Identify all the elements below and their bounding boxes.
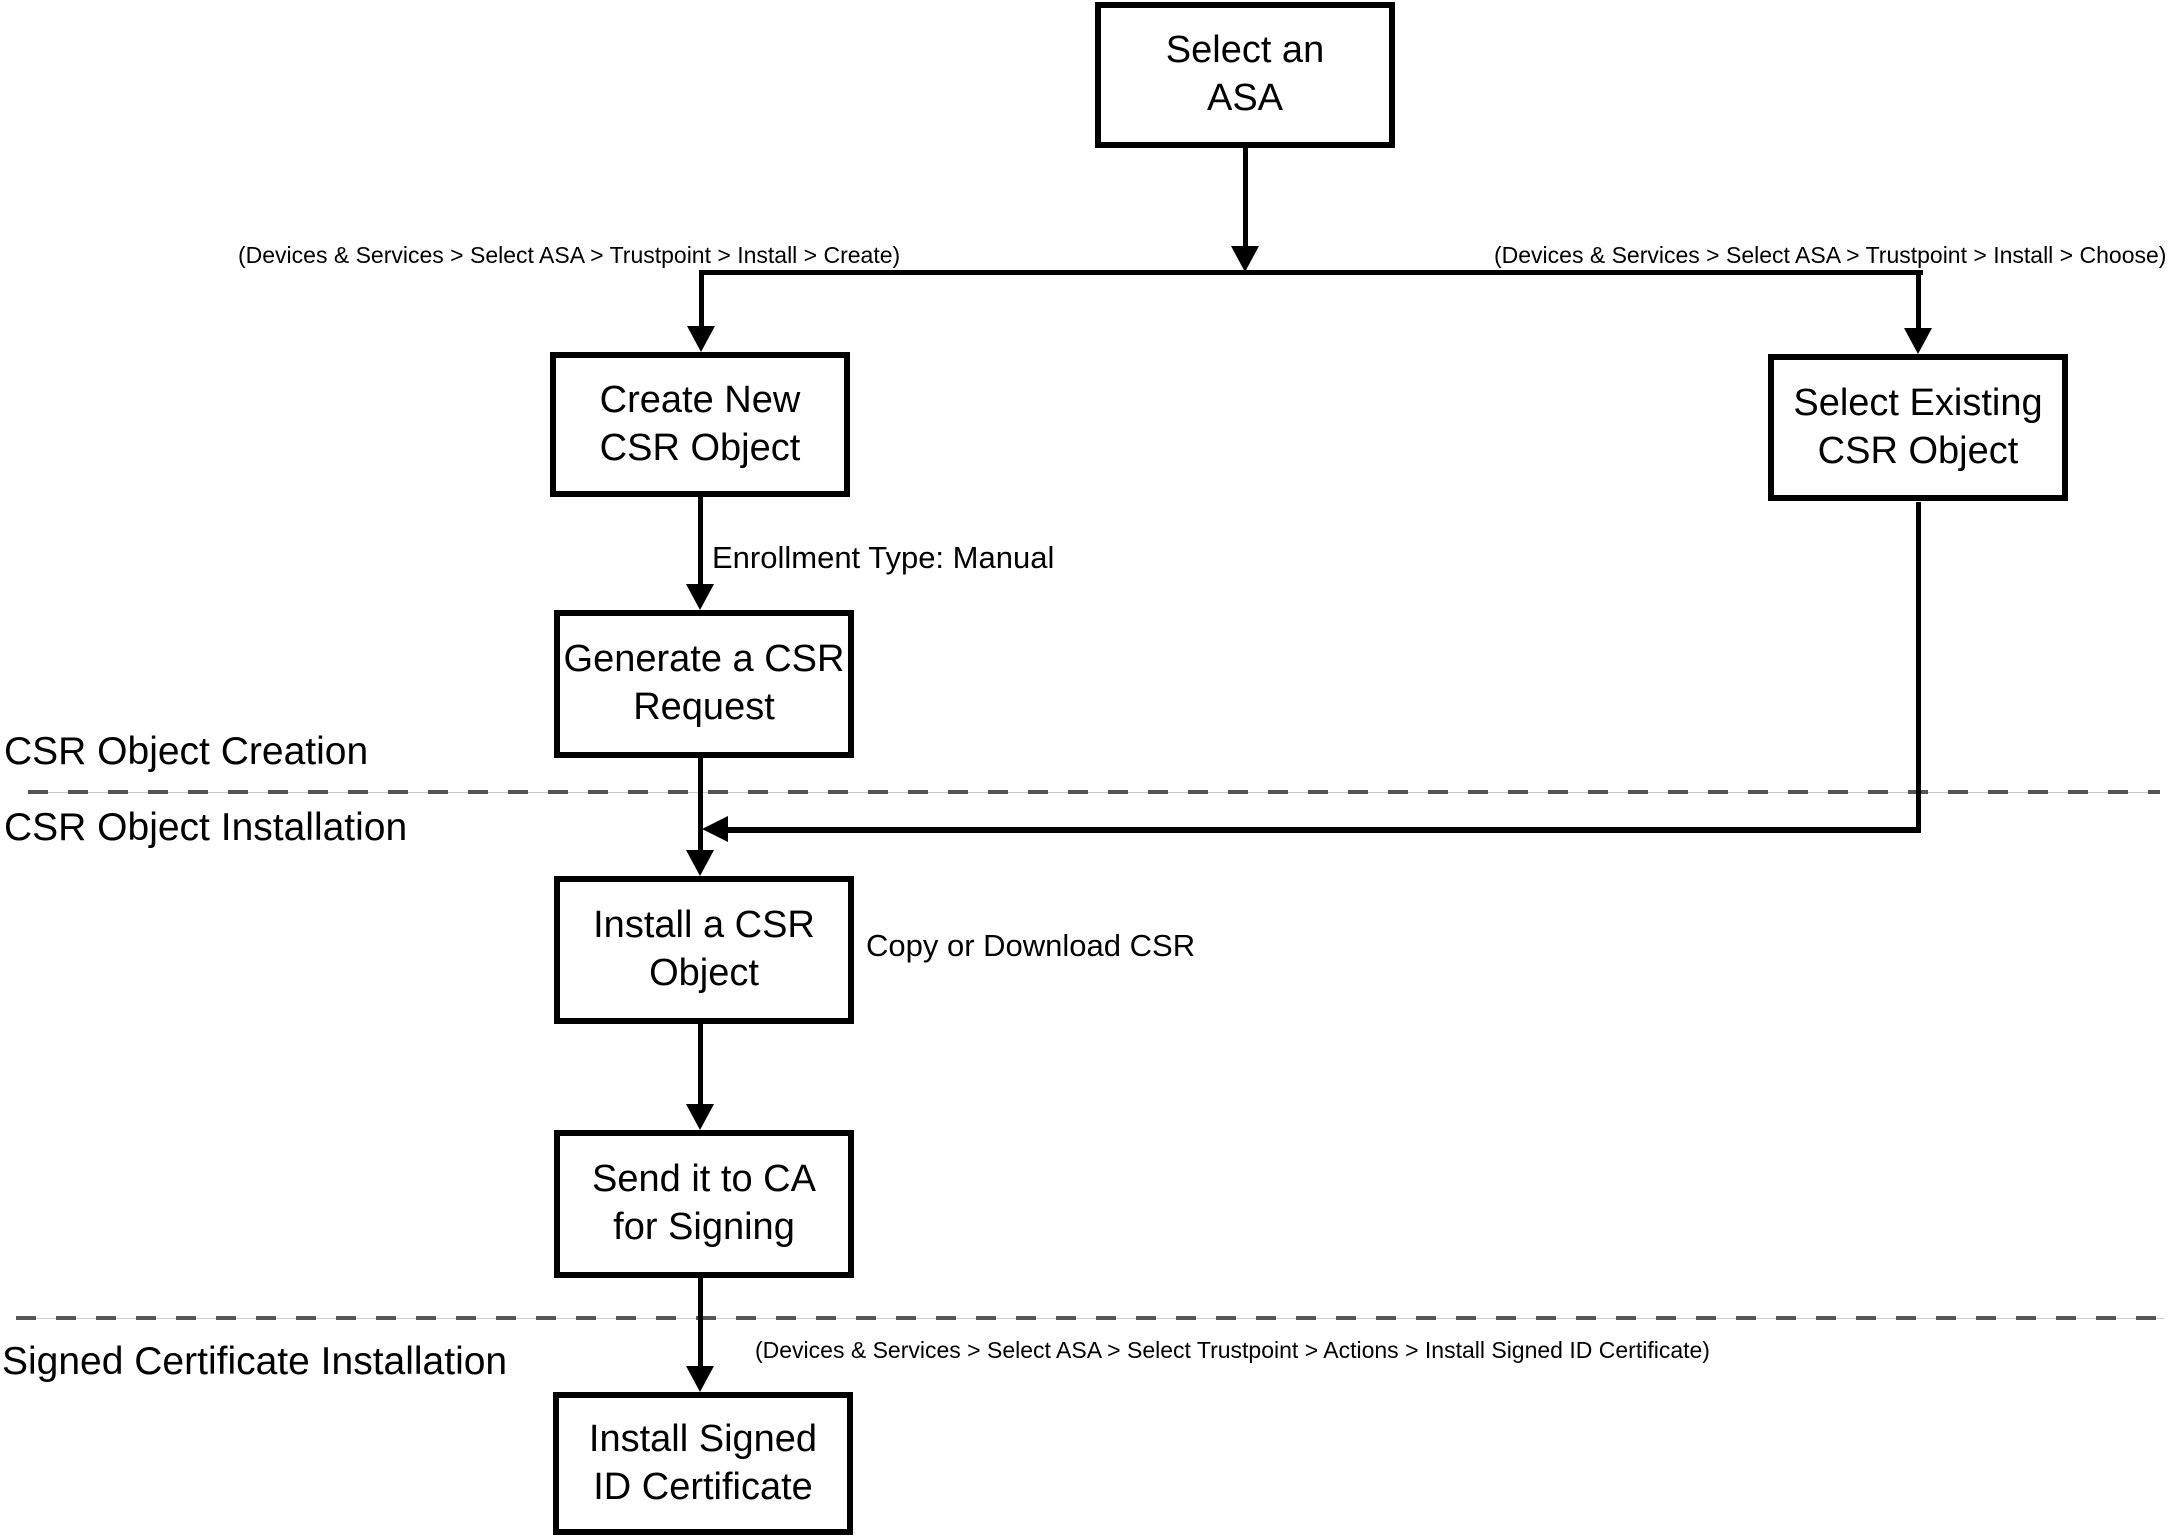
edge-label-install-signed-path: (Devices & Services > Select ASA > Selec… — [755, 1337, 1710, 1363]
arrow-down-icon — [686, 584, 714, 610]
section-divider-signed-installation — [16, 1316, 2164, 1321]
flow-node-label: Install Signed ID Certificate — [588, 1417, 818, 1508]
connector-generate-to-install — [698, 758, 703, 852]
edge-label-choose-path: (Devices & Services > Select ASA > Trust… — [1494, 242, 2167, 268]
arrow-down-icon — [686, 850, 714, 876]
connector-split-to-select-existing — [1916, 270, 1921, 330]
connector-split-to-create-new — [699, 270, 704, 328]
arrow-left-icon — [702, 816, 728, 842]
arrow-down-icon — [686, 1366, 714, 1392]
connector-select-asa-to-split — [1243, 146, 1248, 248]
edge-label-create-path: (Devices & Services > Select ASA > Trust… — [238, 242, 901, 268]
flow-node-label: Generate a CSR Request — [563, 638, 845, 728]
flow-node-label: Select Existing CSR Object — [1793, 381, 2043, 472]
flow-node-label: Select an ASA — [1165, 29, 1325, 119]
flow-node-send-to-ca-for-signing: Send it to CA for Signing — [554, 1130, 854, 1278]
flow-node-create-new-csr-object: Create New CSR Object — [550, 352, 850, 497]
flow-node-install-csr-object: Install a CSR Object — [554, 876, 854, 1024]
arrow-down-icon — [687, 326, 715, 352]
arrow-down-icon — [686, 1104, 714, 1130]
flow-node-label: Install a CSR Object — [593, 904, 815, 994]
arrow-down-icon — [1231, 246, 1259, 272]
flow-node-label: Create New CSR Object — [599, 378, 801, 469]
arrow-down-icon — [1904, 328, 1932, 354]
flow-node-select-existing-csr-object: Select Existing CSR Object — [1768, 354, 2068, 501]
connector-select-existing-join — [726, 827, 1919, 833]
edge-label-enrollment-type: Enrollment Type: Manual — [712, 540, 1055, 575]
connector-install-to-send-ca — [698, 1024, 703, 1106]
section-label-csr-object-creation: CSR Object Creation — [4, 730, 369, 773]
connector-send-ca-to-install-signed — [698, 1278, 703, 1368]
flow-node-install-signed-id-certificate: Install Signed ID Certificate — [553, 1392, 853, 1535]
connector-split-horizontal — [699, 270, 1923, 275]
section-divider-creation-installation — [28, 790, 2160, 795]
edge-label-copy-or-download: Copy or Download CSR — [866, 928, 1196, 963]
section-label-signed-certificate-installation: Signed Certificate Installation — [2, 1340, 508, 1383]
connector-select-existing-down — [1916, 502, 1921, 833]
flow-node-label: Send it to CA for Signing — [592, 1158, 816, 1248]
flow-node-select-asa: Select an ASA — [1095, 2, 1395, 148]
flow-node-generate-csr-request: Generate a CSR Request — [554, 610, 854, 758]
section-label-csr-object-installation: CSR Object Installation — [4, 806, 408, 849]
connector-create-new-to-generate — [698, 497, 703, 586]
